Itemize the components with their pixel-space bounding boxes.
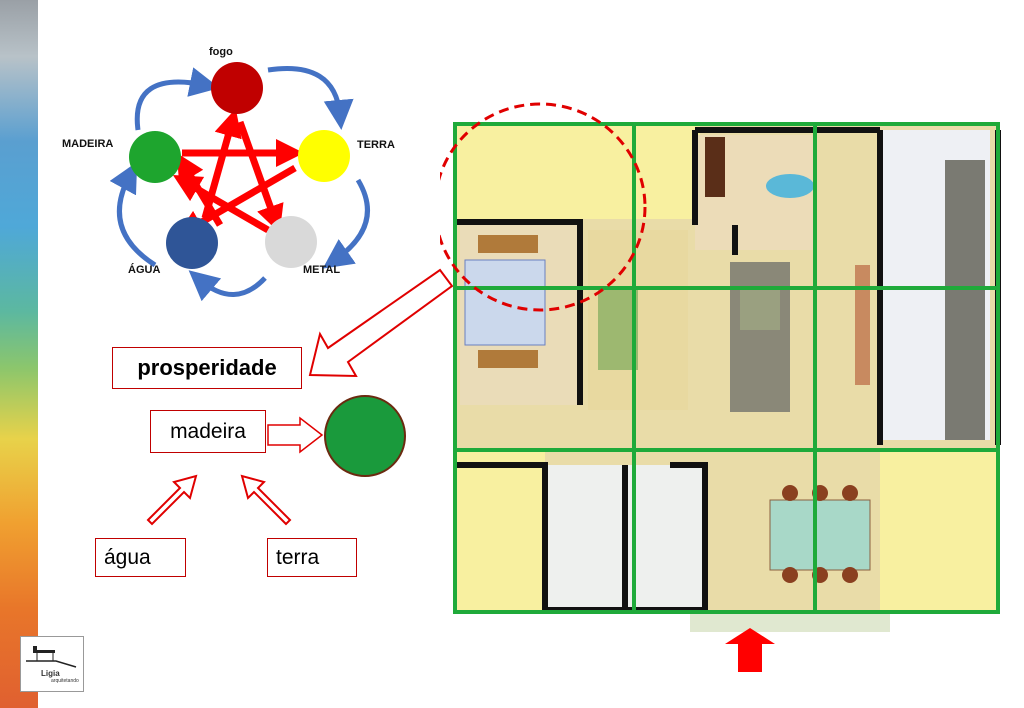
zone-prosperity bbox=[455, 124, 700, 219]
explanation-arrows bbox=[146, 268, 454, 526]
metal-circle bbox=[265, 216, 317, 268]
madeira-label-box: madeira bbox=[150, 410, 266, 453]
big-hollow-arrow-icon bbox=[308, 268, 454, 378]
label-agua: ÁGUA bbox=[128, 264, 161, 276]
logo-building-icon bbox=[26, 646, 77, 668]
prosperity-highlight-circle bbox=[440, 102, 647, 312]
prosperidade-label-box: prosperidade bbox=[112, 347, 302, 389]
entrance-arrow-icon bbox=[725, 628, 775, 672]
up-left-arrow-icon bbox=[240, 474, 292, 526]
five-elements-cycle-diagram bbox=[109, 62, 370, 302]
agua-label-box: água bbox=[95, 538, 186, 577]
agua-circle bbox=[166, 217, 218, 269]
label-madeira: MADEIRA bbox=[62, 138, 114, 150]
terra-circle bbox=[298, 130, 350, 182]
label-fogo: fogo bbox=[209, 46, 233, 58]
generating-cycle-arrows bbox=[109, 66, 370, 302]
fogo-circle bbox=[211, 62, 263, 114]
bagua-grid-lines bbox=[453, 122, 1000, 614]
floor-plan-bagua-grid bbox=[440, 102, 1001, 672]
madeira-element-circle bbox=[324, 395, 406, 477]
right-arrow-icon bbox=[267, 416, 324, 454]
up-right-arrow-icon bbox=[146, 474, 198, 526]
decorative-paint-stripe bbox=[0, 0, 38, 708]
label-terra: TERRA bbox=[357, 139, 395, 151]
logo-tagline: arquitetando bbox=[51, 678, 79, 684]
terra-label-box: terra bbox=[267, 538, 357, 577]
madeira-circle bbox=[129, 131, 181, 183]
controlling-cycle-star-arrows bbox=[172, 108, 304, 238]
logo-name: Ligia bbox=[41, 669, 60, 678]
label-metal: METAL bbox=[303, 264, 341, 276]
logo: Ligia arquitetando bbox=[20, 636, 84, 692]
